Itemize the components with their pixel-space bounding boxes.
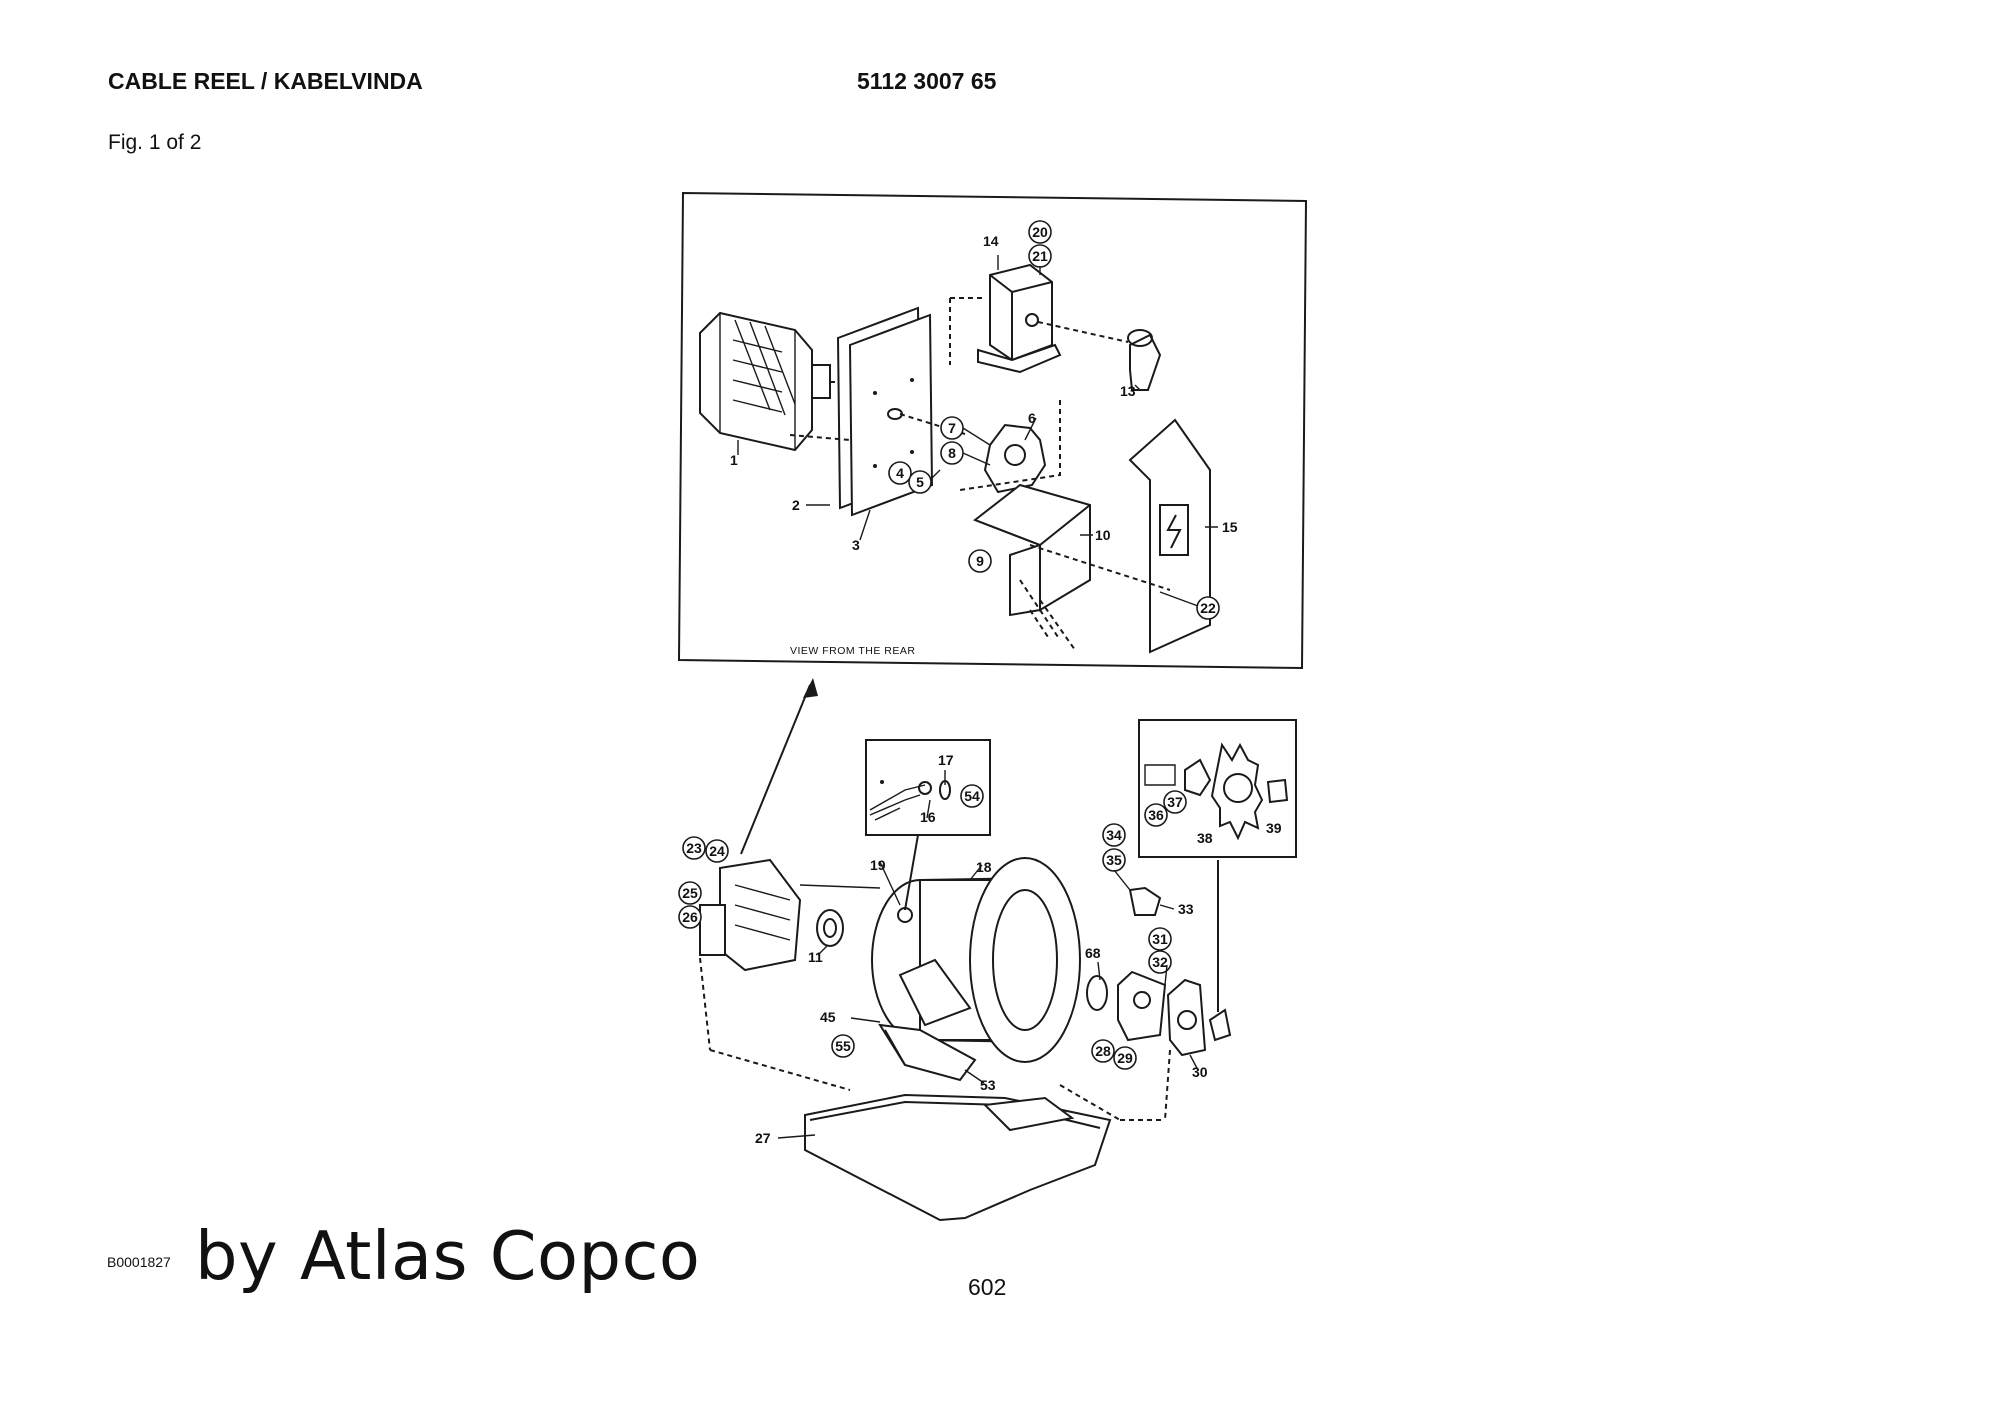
label-45: 45: [820, 1009, 836, 1025]
svg-text:20: 20: [1032, 224, 1048, 240]
svg-text:8: 8: [948, 445, 956, 461]
svg-text:29: 29: [1117, 1050, 1133, 1066]
part-number: 5112 3007 65: [857, 68, 997, 94]
svg-text:35: 35: [1106, 852, 1122, 868]
label-68: 68: [1085, 945, 1101, 961]
svg-text:54: 54: [964, 788, 980, 804]
label-3: 3: [852, 537, 860, 553]
svg-text:26: 26: [682, 909, 698, 925]
detail-box-16-17-54: [865, 739, 991, 911]
warning-cover-plate: [1029, 418, 1211, 654]
label-10: 10: [1095, 527, 1111, 543]
label-5: 5: [908, 470, 932, 494]
label-37: 37: [1163, 790, 1187, 814]
label-14: 14: [983, 233, 999, 249]
svg-text:23: 23: [686, 840, 702, 856]
label-30: 30: [1192, 1064, 1208, 1080]
label-6: 6: [1028, 410, 1036, 426]
svg-text:4: 4: [896, 465, 904, 481]
svg-text:5: 5: [916, 474, 924, 490]
drawing-code: B0001827: [107, 1254, 171, 1270]
mounting-plate: [848, 313, 934, 517]
label-23: 23: [682, 836, 706, 860]
label-26: 26: [678, 905, 702, 929]
svg-text:28: 28: [1095, 1043, 1111, 1059]
cable-gland-elbow: [1037, 321, 1162, 391]
slip-ring-assembly: [699, 311, 860, 452]
page-number: 602: [968, 1274, 1007, 1300]
label-9: 9: [968, 549, 992, 573]
label-29: 29: [1113, 1046, 1137, 1070]
label-54: 54: [960, 784, 984, 808]
figure-caption: Fig. 1 of 2: [108, 131, 202, 154]
label-7: 7: [940, 416, 964, 440]
svg-text:34: 34: [1106, 827, 1122, 843]
label-25: 25: [678, 881, 702, 905]
label-39: 39: [1266, 820, 1282, 836]
label-32: 32: [1148, 950, 1172, 974]
label-53: 53: [980, 1077, 996, 1093]
brand-text: by Atlas Copco: [195, 1217, 701, 1295]
rear-view-inset: VIEW FROM THE REAR: [677, 191, 1308, 670]
label-18: 18: [976, 859, 992, 875]
label-22: 22: [1196, 596, 1220, 620]
label-33: 33: [1178, 901, 1194, 917]
inset-note: VIEW FROM THE REAR: [790, 645, 915, 657]
bearing-unit: [959, 400, 1061, 494]
svg-text:7: 7: [948, 420, 956, 436]
svg-text:55: 55: [835, 1038, 851, 1054]
svg-text:37: 37: [1167, 794, 1183, 810]
label-4: 4: [888, 461, 912, 485]
detail-box-36-39: [1138, 719, 1297, 858]
label-17: 17: [938, 752, 954, 768]
label-55: 55: [831, 1034, 855, 1058]
label-19: 19: [870, 857, 886, 873]
svg-text:25: 25: [682, 885, 698, 901]
svg-text:36: 36: [1148, 807, 1164, 823]
gearbox: [949, 263, 1062, 374]
label-27: 27: [755, 1130, 771, 1146]
main-assembly: [699, 857, 1232, 1222]
svg-text:31: 31: [1152, 931, 1168, 947]
label-16: 16: [920, 809, 936, 825]
label-36: 36: [1144, 803, 1168, 827]
reel-bracket: [972, 483, 1091, 651]
label-15: 15: [1222, 519, 1238, 535]
svg-text:22: 22: [1200, 600, 1216, 616]
label-34: 34: [1102, 823, 1126, 847]
part-labels: 1 2 3 6 10 13 14 15 16 17 19 18 11 45 53…: [678, 220, 1282, 1146]
label-31: 31: [1148, 927, 1172, 951]
label-8: 8: [940, 441, 964, 465]
svg-text:32: 32: [1152, 954, 1168, 970]
document-title: CABLE REEL / KABELVINDA: [108, 68, 423, 94]
label-24: 24: [705, 839, 729, 863]
label-2: 2: [792, 497, 800, 513]
label-35: 35: [1102, 848, 1126, 872]
label-1: 1: [730, 452, 738, 468]
label-28: 28: [1091, 1039, 1115, 1063]
svg-text:24: 24: [709, 843, 725, 859]
label-21: 21: [1028, 244, 1052, 268]
label-38: 38: [1197, 830, 1213, 846]
label-13: 13: [1120, 383, 1136, 399]
svg-text:9: 9: [976, 553, 984, 569]
label-20: 20: [1028, 220, 1052, 244]
svg-text:21: 21: [1032, 248, 1048, 264]
